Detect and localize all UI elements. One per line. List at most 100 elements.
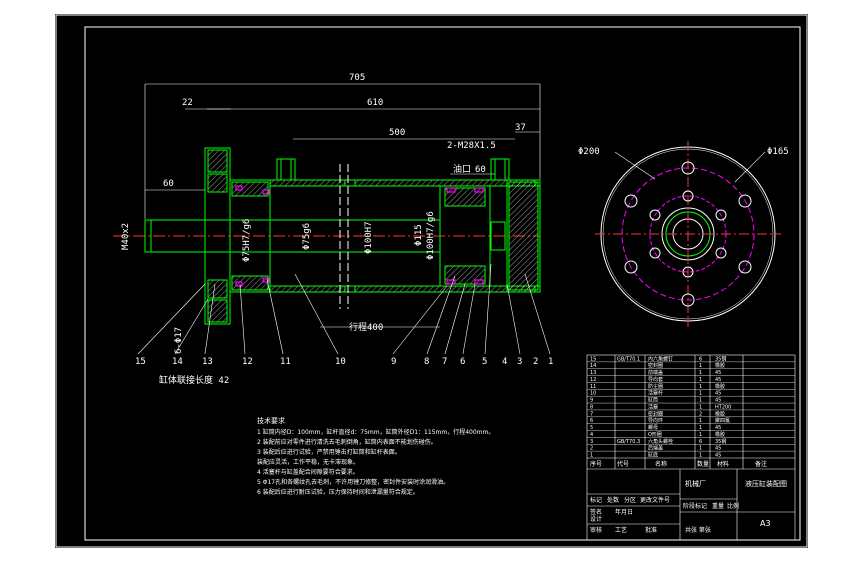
parts-cell-name: 缸筒 [648, 397, 658, 404]
tb-label-review: 审核 [590, 526, 602, 534]
parts-cell-qty: 1 [699, 425, 702, 431]
dim-body-length: 610 [367, 98, 383, 108]
parts-cell-mat: 45 [715, 398, 721, 404]
tb-header-qty: 数量 [697, 460, 709, 468]
parts-cell-no: 11 [590, 384, 596, 390]
dim-rod-end: 60 [163, 179, 174, 189]
balloon-15: 15 [135, 357, 146, 367]
title-block [586, 354, 796, 541]
parts-cell-qty: 1 [699, 418, 702, 424]
parts-cell-mat: 45 [715, 425, 721, 431]
tech-note-3: 3 装配后应进行试验，严禁用锤击打缸筒和缸杆表面。 [257, 448, 401, 456]
parts-cell-name: 密封圈 [648, 410, 663, 417]
parts-cell-no: 2 [590, 446, 593, 452]
tb-header-note: 备注 [755, 460, 767, 468]
parts-cell-qty: 2 [699, 411, 702, 417]
bolt-hole-6 [624, 194, 638, 208]
dim-rod-dia: Φ75g6 [302, 223, 312, 250]
balloon-7: 7 [442, 357, 447, 367]
tb-scale: 比例 [727, 502, 739, 510]
parts-cell-mat: 橡胶 [715, 362, 725, 369]
outer-frame [55, 14, 808, 548]
parts-cell-qty: 1 [699, 391, 702, 397]
parts-cell-qty: 1 [699, 377, 702, 383]
dim-bolt-circle: Φ165 [767, 147, 789, 157]
parts-cell-mat: 聚四氟 [715, 417, 730, 424]
tb-label-process: 工艺 [615, 526, 627, 534]
rear-cap [506, 179, 541, 293]
dim-holes: 6-Φ17 [174, 327, 184, 354]
balloon-11: 11 [280, 357, 291, 367]
balloon-9: 9 [391, 357, 396, 367]
tb-weight: 重量 [712, 502, 724, 510]
parts-cell-qty: 1 [699, 370, 702, 376]
parts-cell-name: 导向环 [648, 417, 663, 424]
parts-cell-name: 活塞杆 [648, 390, 663, 397]
parts-cell-mat: 35钢 [715, 355, 726, 362]
parts-cell-no: 14 [590, 363, 596, 369]
inner-hole-2 [715, 209, 727, 221]
balloon-1: 1 [548, 357, 553, 367]
parts-cell-mat: 45 [715, 391, 721, 397]
balloon-10: 10 [335, 357, 346, 367]
parts-cell-name: 缸底 [648, 452, 658, 459]
dim-stroke-length: 500 [389, 128, 405, 138]
tb-header-name: 名称 [655, 460, 667, 468]
parts-cell-mat: 45 [715, 370, 721, 376]
parts-cell-mat: 35钢 [715, 438, 726, 445]
inner-hole-5 [649, 247, 661, 259]
tb-header-no: 序号 [590, 460, 602, 468]
parts-cell-mat: 45 [715, 377, 721, 383]
tb-label-zone: 分区 [624, 496, 636, 504]
tech-note-6: 5 Φ17孔和各螺纹孔去毛刺，不许用锉刀修整，密封件安装时涂润滑油。 [257, 478, 449, 486]
dim-port-thread: 2-M28X1.5 [447, 141, 496, 151]
tb-label-design: 设计 [590, 515, 602, 523]
parts-cell-qty: 1 [699, 432, 702, 438]
parts-cell-name: 内六角螺钉 [648, 355, 673, 362]
balloon-13: 13 [202, 357, 213, 367]
parts-cell-qty: 6 [699, 356, 702, 362]
dim-rod-thread: M40x2 [121, 223, 131, 250]
dimension-lines [144, 83, 541, 328]
balloon-8: 8 [424, 357, 429, 367]
balloon-5: 5 [482, 357, 487, 367]
parts-cell-qty: 1 [699, 453, 702, 459]
parts-cell-mat: 橡胶 [715, 410, 725, 417]
parts-cell-name: 螺母 [648, 424, 658, 431]
balloon-leaders [137, 263, 551, 355]
parts-cell-no: 5 [590, 425, 593, 431]
dim-rod-fit: Φ75H7/g6 [242, 219, 252, 262]
parts-cell-no: 6 [590, 418, 593, 424]
parts-cell-mat: 45 [715, 446, 721, 452]
piston [439, 185, 491, 287]
parts-cell-qty: 1 [699, 398, 702, 404]
parts-cell-no: 7 [590, 411, 593, 417]
tb-sheet: 共张 第张 [685, 526, 711, 534]
dim-flange-od: Φ200 [578, 147, 600, 157]
tech-note-7: 6 装配后应进行耐压试验，压力保持时间和泄漏量符合规定。 [257, 488, 419, 496]
rear-port [490, 158, 510, 181]
tech-note-2: 2 装配前应对零件进行清洗去毛刺倒角，缸筒内表面不能划伤碰伤。 [257, 438, 437, 446]
tb-header-code: 代号 [617, 460, 629, 468]
tb-label-count: 处数 [607, 496, 619, 504]
bolt-hole-5 [624, 260, 638, 274]
parts-cell-no: 9 [590, 398, 593, 404]
dim-flange: 22 [182, 98, 193, 108]
title-block-rules [587, 361, 795, 452]
dim-port-label: 油口 [453, 163, 471, 175]
tb-stage: 阶段标记 [683, 502, 707, 510]
tech-note-5: 4 活塞杆与缸盖配合间隙要符合要求。 [257, 468, 359, 476]
parts-cell-mat: 橡胶 [715, 431, 725, 438]
tech-note-4: 装配应灵活，工作平稳，无卡滞现象。 [257, 458, 359, 466]
parts-cell-qty: 1 [699, 404, 702, 410]
balloon-12: 12 [242, 357, 253, 367]
bolt-hole-4 [681, 293, 695, 307]
inner-hole-1 [682, 190, 694, 202]
cad-drawing-canvas: 705 610 22 500 37 60 2-M28X1.5 油口 60 M40… [55, 14, 808, 548]
tb-company: 机械厂 [685, 479, 706, 488]
balloon-3: 3 [517, 357, 522, 367]
parts-cell-name: 六角头螺栓 [648, 438, 673, 445]
parts-cell-mat: 橡胶 [715, 383, 725, 390]
tech-notes-title: 技术要求 [257, 416, 285, 425]
